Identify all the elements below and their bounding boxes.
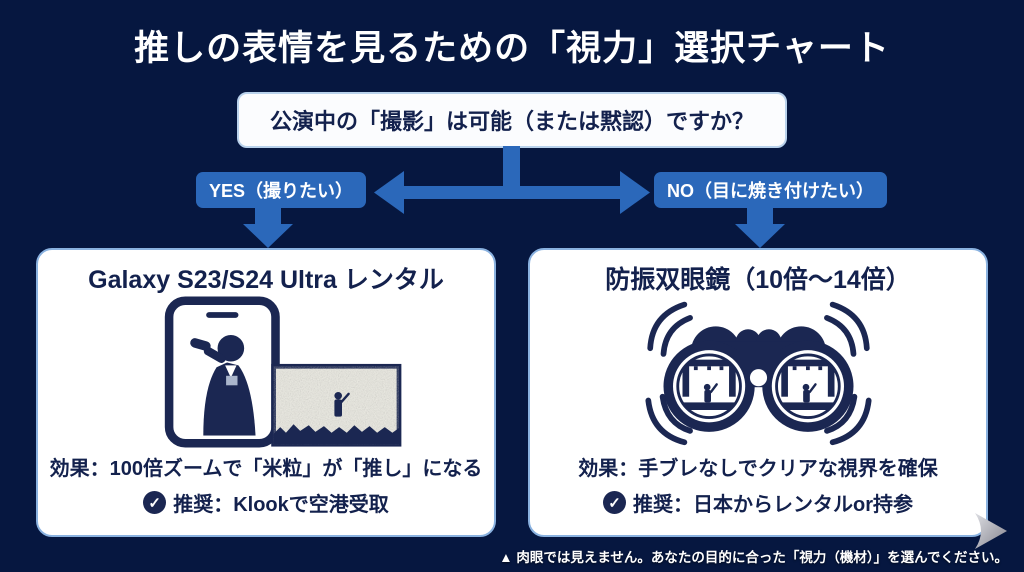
question-box: 公演中の「撮影」は可能（または黙認）ですか？ bbox=[237, 92, 787, 148]
next-arrow-icon[interactable] bbox=[974, 512, 1008, 550]
branch-label-yes: YES（撮りたい） bbox=[196, 172, 367, 208]
binoculars-icon bbox=[644, 301, 872, 446]
down-arrow-no bbox=[735, 203, 785, 248]
option-galaxy-recommend-row: ✓ 推奨：Klookで空港受取 bbox=[143, 488, 389, 517]
branch-bar bbox=[398, 186, 626, 199]
binoculars-illustration bbox=[635, 296, 882, 448]
branch-arrowhead-left bbox=[374, 171, 404, 214]
option-galaxy-title: Galaxy S23/S24 Ultra レンタル bbox=[88, 266, 444, 294]
option-binoculars-recommendation: 推奨：日本からレンタルor持参 bbox=[633, 494, 913, 516]
option-binoculars-recommend-row: ✓ 推奨：日本からレンタルor持参 bbox=[603, 488, 913, 517]
check-icon: ✓ bbox=[143, 491, 167, 514]
check-icon: ✓ bbox=[603, 491, 626, 514]
option-binoculars-title: 防振双眼鏡（10倍～14倍） bbox=[605, 266, 911, 294]
question-stem bbox=[503, 146, 520, 192]
option-galaxy-recommendation: 推奨：Klookで空港受取 bbox=[173, 494, 389, 516]
option-card-galaxy: Galaxy S23/S24 Ultra レンタル bbox=[36, 248, 496, 537]
option-card-binoculars: 防振双眼鏡（10倍～14倍） bbox=[528, 248, 988, 537]
smartphone-zoom-illustration bbox=[116, 296, 416, 448]
page-title: 推しの表情を見るための「視力」選択チャート bbox=[134, 29, 890, 68]
question-text: 公演中の「撮影」は可能（または黙認）ですか？ bbox=[269, 109, 754, 134]
phone-zoom-icon bbox=[164, 296, 402, 448]
down-arrow-yes bbox=[243, 203, 293, 248]
option-galaxy-effect: 効果：100倍ズームで「米粒」が「推し」になる bbox=[49, 458, 483, 480]
footer-note: ▲ 肉眼では見えません。あなたの目的に合った「視力（機材）」を選んでください。 bbox=[499, 550, 1008, 565]
branch-arrowhead-right bbox=[620, 171, 650, 214]
option-binoculars-effect: 効果：手ブレなしでクリアな視界を確保 bbox=[578, 458, 938, 480]
branch-label-no: NO（目に焼き付けたい） bbox=[654, 172, 887, 208]
